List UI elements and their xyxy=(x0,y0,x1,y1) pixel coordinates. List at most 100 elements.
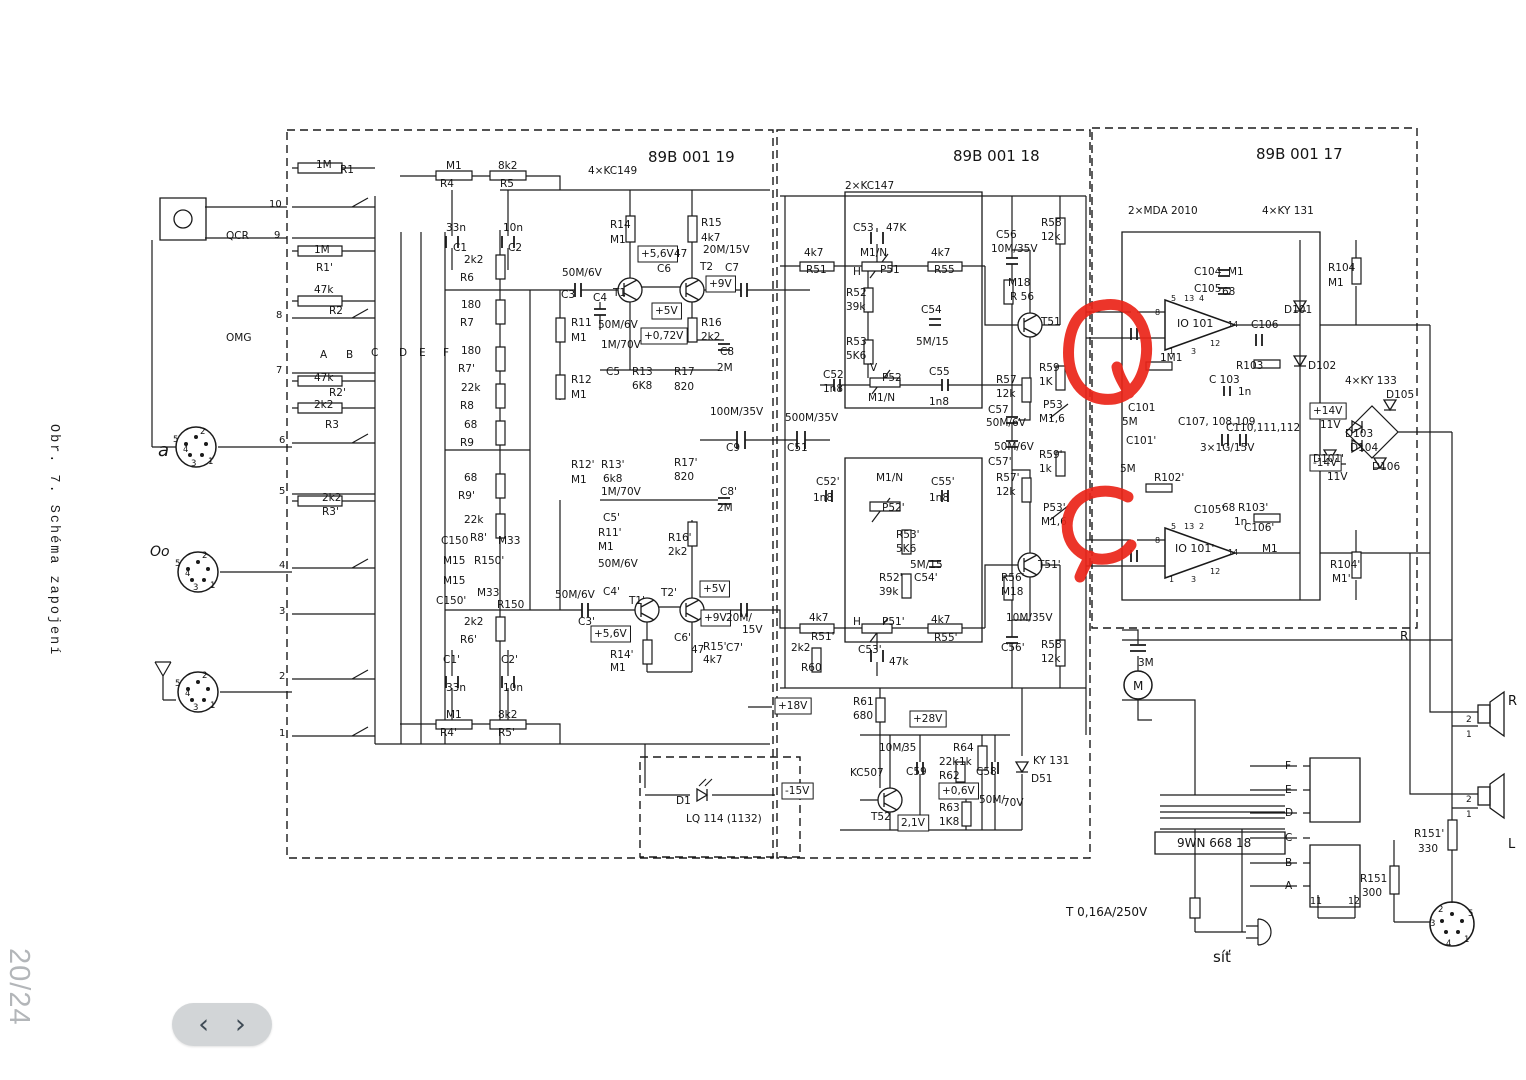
component-label: 10M/ xyxy=(879,742,905,754)
component-label: 2×MDA 2010 xyxy=(1128,205,1198,217)
component-label: 9WN 668 18 xyxy=(1177,836,1251,850)
component-label: 70V xyxy=(1003,797,1024,809)
component-label: T1' xyxy=(628,595,645,607)
component-label: 2 xyxy=(1466,795,1472,805)
din-din-connector-4 xyxy=(1429,901,1475,947)
component-label: 12 xyxy=(1210,339,1220,348)
component-label: C2' xyxy=(501,654,518,666)
component-label: R7 xyxy=(460,317,474,329)
red-annotations xyxy=(1061,299,1153,583)
component-label: 39k xyxy=(846,301,866,313)
din-din-connector-1 xyxy=(175,426,217,468)
component-label: 12k xyxy=(996,388,1016,400)
component-label: 2 xyxy=(202,551,207,561)
component-label: R12' xyxy=(571,459,595,471)
component-label: 1 xyxy=(210,581,215,591)
voltage-label-box xyxy=(705,275,736,293)
component-label: 15V xyxy=(742,624,763,636)
component-label: +9V xyxy=(704,612,727,624)
component-label: 4 xyxy=(183,445,188,455)
component-label: C106 xyxy=(1251,319,1279,331)
component-label: 820 xyxy=(674,381,694,393)
voltage-label-box xyxy=(700,609,731,627)
next-page-button[interactable]: › xyxy=(231,1011,250,1038)
component-label: C150' xyxy=(436,595,466,607)
component-label: C8 xyxy=(720,346,734,358)
voltage-label-box xyxy=(774,697,812,715)
component-label: 1n8 xyxy=(929,492,949,504)
component-label: D1 xyxy=(676,795,691,807)
component-label: M1 xyxy=(571,389,587,401)
component-label: C53 xyxy=(853,222,874,234)
component-label: 2 xyxy=(1438,905,1443,915)
component-label: R53 xyxy=(846,336,867,348)
component-label: 8k2 xyxy=(498,709,517,721)
component-label: R1' xyxy=(316,262,333,274)
component-label: 2 xyxy=(279,671,285,682)
component-label: R xyxy=(1508,694,1517,709)
component-label: R57' xyxy=(996,472,1020,484)
component-label: 33n xyxy=(446,222,466,234)
component-label: R58 xyxy=(1041,639,1062,651)
prev-page-button[interactable]: ‹ xyxy=(194,1011,213,1038)
component-label: KC507 xyxy=(850,767,884,779)
component-label: R55' xyxy=(934,632,958,644)
component-label: 5K6 xyxy=(846,350,867,362)
component-label: 1 xyxy=(1464,935,1469,945)
component-label: C8' xyxy=(720,486,737,498)
component-label: 2k2 xyxy=(464,254,483,266)
motor-motor xyxy=(1123,670,1153,700)
component-label: R7' xyxy=(458,363,475,375)
component-label: R17' xyxy=(674,457,698,469)
component-label: 4k7 xyxy=(804,247,823,259)
component-label: 4k7 xyxy=(701,232,720,244)
component-label: B xyxy=(346,349,353,361)
component-label: 1M xyxy=(316,159,332,171)
component-label: 4k7 xyxy=(931,247,950,259)
component-label: C105 xyxy=(1194,283,1221,295)
component-label: 50M/6V xyxy=(994,441,1035,453)
component-label: +0,72V xyxy=(644,330,684,342)
component-label: 3 xyxy=(1430,919,1435,929)
component-label: P53' xyxy=(1043,502,1066,514)
component-label: 820 xyxy=(674,471,694,483)
component-label: M1 xyxy=(571,474,587,486)
component-label: 39k xyxy=(879,586,899,598)
component-label: P52' xyxy=(882,502,905,514)
component-label: IO 101 xyxy=(1177,317,1213,330)
component-label: C55 xyxy=(929,366,950,378)
component-label: M15 xyxy=(443,555,465,567)
component-label: 50M/6V xyxy=(598,319,639,331)
component-label: 3 xyxy=(191,459,196,469)
component-label: 4 xyxy=(1446,939,1451,949)
voltage-label-box xyxy=(1309,454,1342,472)
component-label: R2 xyxy=(329,305,343,317)
component-label: M1,6 xyxy=(1039,413,1065,425)
component-label: 2 xyxy=(1466,715,1472,725)
component-label: B xyxy=(1285,857,1292,869)
component-label: M xyxy=(1133,679,1143,693)
component-label: P51 xyxy=(880,264,900,276)
component-label: R8' xyxy=(470,532,487,544)
component-label: T52 xyxy=(870,811,891,823)
component-label: 50M/6V xyxy=(986,417,1027,429)
diode-D106 xyxy=(1372,457,1388,470)
component-label: M1 xyxy=(446,160,462,172)
component-label: C53' xyxy=(858,644,882,656)
component-label: 1k xyxy=(1039,463,1053,475)
component-label: L xyxy=(1508,837,1516,852)
component-label: C58 xyxy=(976,766,997,778)
component-label: 10 xyxy=(269,199,282,210)
component-label: M1 xyxy=(571,332,587,344)
component-label: 1K8 xyxy=(939,816,959,828)
component-label: R13 xyxy=(632,366,653,378)
transistor-T51-prime xyxy=(1017,552,1043,578)
component-label: 1n xyxy=(1238,386,1251,398)
component-label: 10M/35V xyxy=(1006,612,1053,624)
component-label: D xyxy=(1285,807,1293,819)
component-label: R63 xyxy=(939,802,960,814)
component-label: R5' xyxy=(498,727,515,739)
component-label: C150 xyxy=(441,535,468,547)
transistor-T2 xyxy=(679,277,705,303)
component-label: +0,6V xyxy=(942,785,975,797)
